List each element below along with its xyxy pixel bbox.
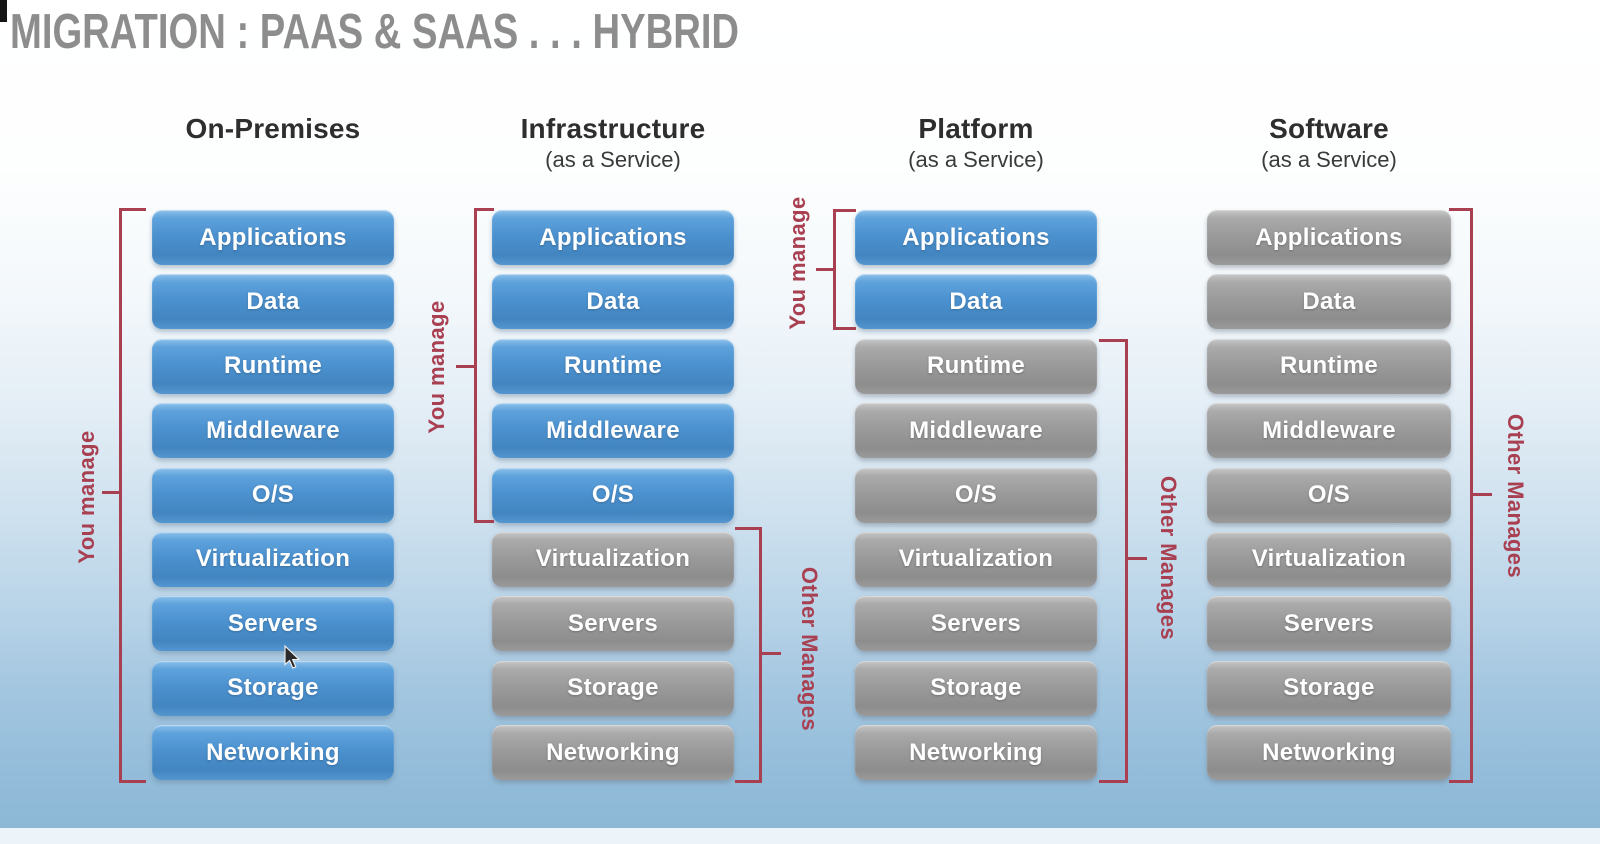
layer-box-runtime: Runtime (855, 338, 1097, 394)
bottom-strip (0, 828, 1600, 844)
bracket-line (119, 208, 122, 783)
bracket-stub (735, 527, 759, 530)
layer-box-servers: Servers (1207, 596, 1451, 652)
bracket-stub (1449, 780, 1470, 783)
bracket-tick (1128, 557, 1147, 560)
layer-box-data: Data (855, 274, 1097, 330)
layer-box-networking: Networking (1207, 725, 1451, 781)
column-title: Software (1269, 113, 1389, 144)
bracket-tick (762, 652, 781, 655)
bracket-line (759, 527, 762, 783)
bracket-stub (119, 208, 146, 211)
layer-box-data: Data (152, 274, 394, 330)
bracket-line (474, 208, 477, 523)
layer-box-middleware: Middleware (492, 403, 734, 459)
layer-box-middleware: Middleware (855, 403, 1097, 459)
column-header-paas: Platform (as a Service) (855, 112, 1097, 174)
layer-box-middleware: Middleware (1207, 403, 1451, 459)
bracket-stub (119, 780, 146, 783)
bracket-label-other-manages: Other Manages (1156, 475, 1181, 641)
bracket-label-you-manage: You manage (785, 196, 810, 330)
bracket-label-you-manage: You manage (424, 300, 449, 434)
layer-box-data: Data (492, 274, 734, 330)
layer-box-storage: Storage (855, 660, 1097, 716)
layer-box-applications: Applications (492, 210, 734, 265)
layer-box-networking: Networking (152, 725, 394, 781)
layer-box-networking: Networking (492, 725, 734, 781)
layer-box-servers: Servers (152, 596, 394, 652)
layer-box-storage: Storage (1207, 660, 1451, 716)
layer-box-o-s: O/S (152, 467, 394, 523)
bracket-stub (735, 780, 759, 783)
bracket-line (1125, 339, 1128, 783)
bracket-tick (816, 268, 833, 271)
layer-box-applications: Applications (1207, 210, 1451, 265)
bracket-label-other-manages: Other Manages (1503, 413, 1528, 579)
bracket-stub (1449, 208, 1470, 211)
bracket-stub (1099, 339, 1125, 342)
bracket-stub (1099, 780, 1125, 783)
bracket-label-other-manages: Other Manages (797, 566, 822, 732)
column-title: Platform (918, 113, 1034, 144)
layer-box-applications: Applications (152, 210, 394, 265)
bracket-stub (474, 208, 494, 211)
layer-box-virtualization: Virtualization (855, 531, 1097, 587)
layer-box-networking: Networking (855, 725, 1097, 781)
column-header-on-premises: On-Premises (152, 112, 394, 146)
column-subtitle: (as a Service) (1261, 147, 1397, 172)
layer-box-virtualization: Virtualization (152, 531, 394, 587)
bracket-line (1470, 208, 1473, 783)
layer-box-virtualization: Virtualization (1207, 531, 1451, 587)
layer-box-o-s: O/S (855, 467, 1097, 523)
column-header-saas: Software (as a Service) (1207, 112, 1451, 174)
layer-box-o-s: O/S (492, 467, 734, 523)
layer-box-middleware: Middleware (152, 403, 394, 459)
layer-box-runtime: Runtime (152, 338, 394, 394)
mouse-cursor-icon (284, 645, 301, 669)
bracket-tick (102, 491, 119, 494)
bracket-line (833, 209, 836, 330)
layer-box-o-s: O/S (1207, 467, 1451, 523)
column-title: On-Premises (185, 113, 361, 144)
bracket-label-you-manage: You manage (74, 430, 99, 564)
layer-box-runtime: Runtime (1207, 338, 1451, 394)
layer-box-virtualization: Virtualization (492, 531, 734, 587)
bracket-stub (833, 209, 856, 212)
layer-box-applications: Applications (855, 210, 1097, 265)
bracket-tick (456, 365, 474, 368)
layer-box-servers: Servers (492, 596, 734, 652)
layer-box-servers: Servers (855, 596, 1097, 652)
layer-box-storage: Storage (152, 660, 394, 716)
bracket-stub (833, 327, 856, 330)
corner-artifact (0, 0, 7, 22)
column-subtitle: (as a Service) (545, 147, 681, 172)
column-title: Infrastructure (520, 113, 706, 144)
column-subtitle: (as a Service) (908, 147, 1044, 172)
layer-box-data: Data (1207, 274, 1451, 330)
bracket-stub (474, 520, 494, 523)
column-header-iaas: Infrastructure (as a Service) (492, 112, 734, 174)
slide-title: MIGRATION : PAAS & SAAS . . . HYBRID (10, 5, 740, 59)
bracket-tick (1473, 493, 1492, 496)
layer-box-runtime: Runtime (492, 338, 734, 394)
layer-box-storage: Storage (492, 660, 734, 716)
